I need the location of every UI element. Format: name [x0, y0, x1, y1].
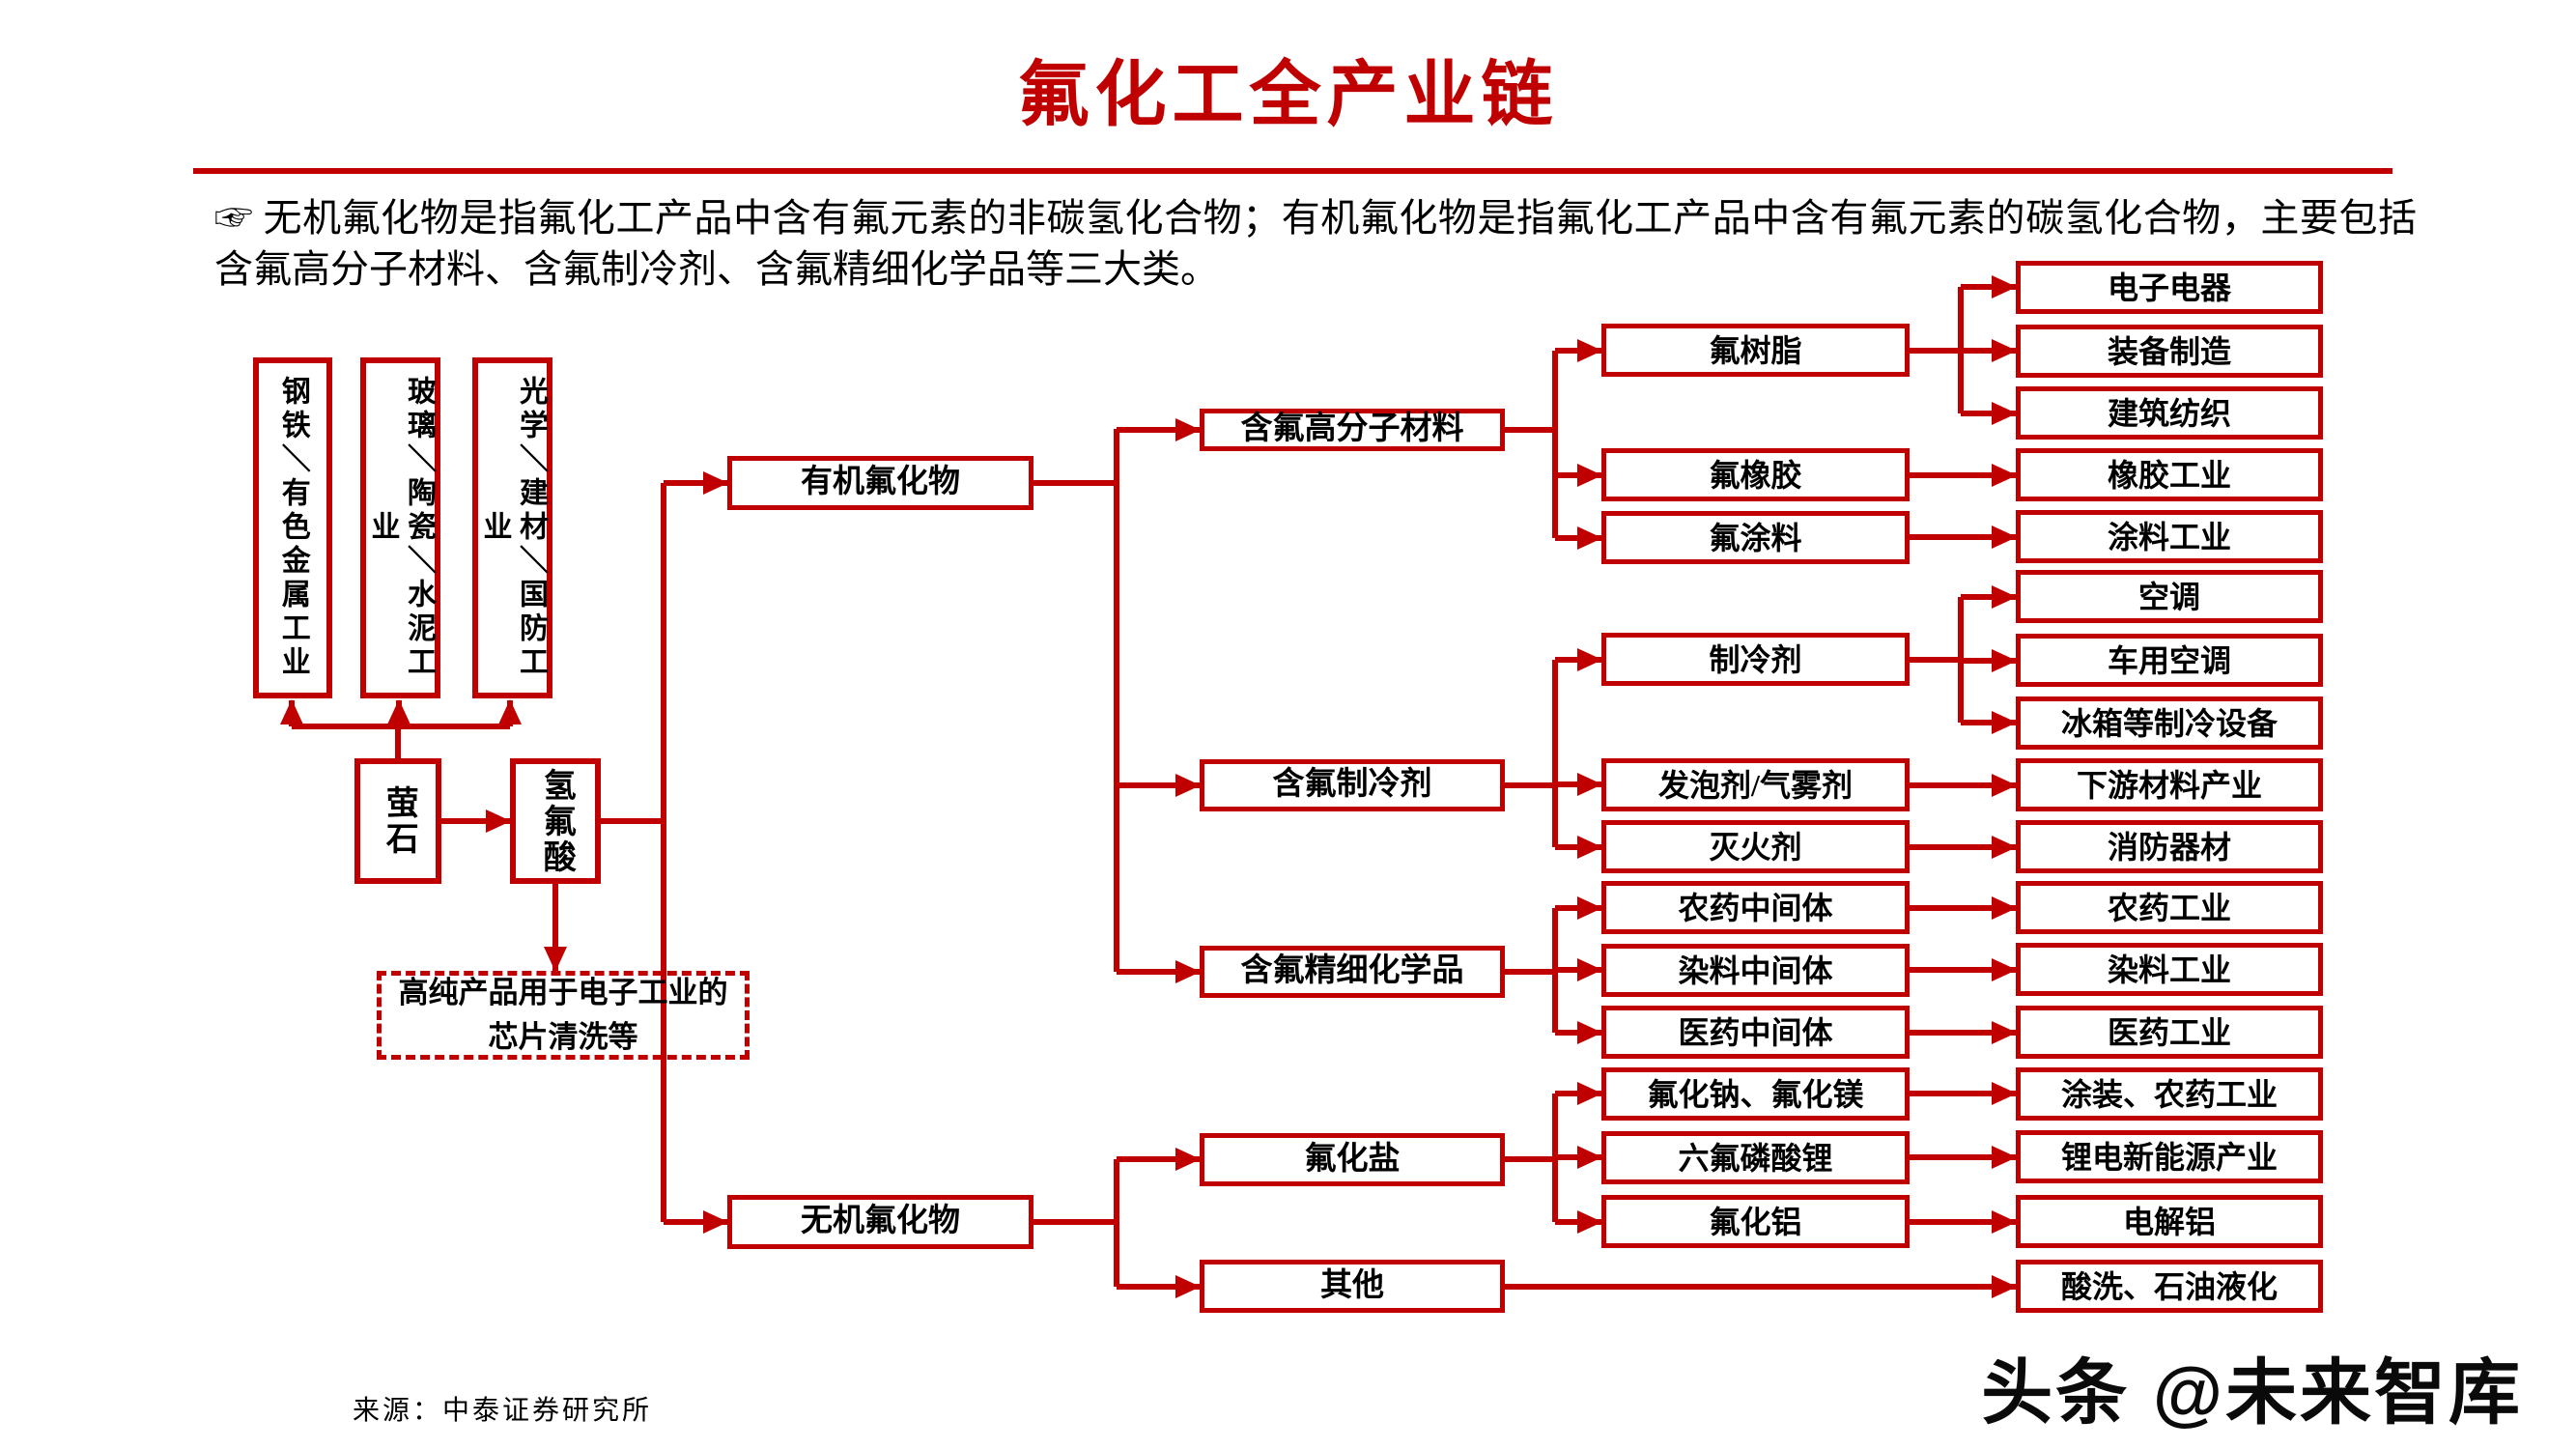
node-hf-acid: 氢氟酸	[510, 758, 601, 884]
node-painting-ind: 涂装、农药工业	[2016, 1067, 2323, 1121]
node-dye-int: 染料中间体	[1601, 944, 1910, 997]
node-electronics: 电子电器	[2016, 261, 2323, 314]
node-fluoride-salt: 氟化盐	[1200, 1133, 1505, 1186]
node-glass-industry: 玻璃＼陶瓷＼水泥工业	[360, 357, 440, 698]
source-note: 来源：中泰证券研究所	[353, 1396, 653, 1426]
node-refrigerant-cat: 含氟制冷剂	[1200, 759, 1505, 811]
node-rubber-ind: 橡胶工业	[2016, 448, 2323, 501]
node-acid-wash: 酸洗、石油液化	[2016, 1260, 2323, 1313]
node-pharma-ind: 医药工业	[2016, 1006, 2323, 1059]
node-naf-mgf: 氟化钠、氟化镁	[1601, 1067, 1910, 1121]
watermark: 头条 @未来智库	[1981, 1352, 2523, 1433]
node-other: 其他	[1200, 1260, 1505, 1313]
node-optics-industry: 光学＼建材＼国防工业	[472, 357, 552, 698]
title-divider	[193, 168, 2392, 174]
link-hf-trunk	[601, 483, 666, 1222]
node-pharma-int: 医药中间体	[1601, 1006, 1910, 1059]
node-ac: 空调	[2016, 570, 2323, 623]
node-libattery-ind: 锂电新能源产业	[2016, 1130, 2323, 1183]
node-rubber: 氟橡胶	[1601, 448, 1910, 501]
node-pesticide-ind: 农药工业	[2016, 881, 2323, 934]
node-inorganic: 无机氟化物	[727, 1195, 1033, 1249]
node-equipment: 装备制造	[2016, 325, 2323, 378]
node-fine-chem: 含氟精细化学品	[1200, 946, 1505, 998]
link-finechem-split	[1505, 908, 1558, 1033]
node-lipf6: 六氟磷酸锂	[1601, 1131, 1910, 1184]
node-dye-ind: 染料工业	[2016, 943, 2323, 996]
link-organic-split	[1033, 429, 1119, 972]
node-car-ac: 车用空调	[2016, 634, 2323, 687]
node-extinguishing: 灭火剂	[1601, 820, 1910, 873]
page-title: 氟化工全产业链	[1017, 56, 1559, 135]
node-coating-ind: 涂料工业	[2016, 510, 2323, 563]
node-fridge: 冰箱等制冷设备	[2016, 696, 2323, 750]
intro-paragraph: ☞ 无机氟化物是指氟化工产品中含有氟元素的非碳氢化合物；有机氟化物是指氟化工产品…	[214, 196, 2417, 291]
node-organic: 有机氟化物	[727, 456, 1033, 510]
node-downstream: 下游材料产业	[2016, 758, 2323, 811]
node-high-purity: 高纯产品用于电子工业的芯片清洗等	[377, 971, 750, 1060]
node-refrigerant: 制冷剂	[1601, 633, 1910, 686]
node-alf3: 氟化铝	[1601, 1195, 1910, 1248]
node-resin: 氟树脂	[1601, 324, 1910, 377]
link-resin-split	[1910, 287, 1964, 413]
node-construction: 建筑纺织	[2016, 386, 2323, 440]
link-refrigerant-split	[1910, 597, 1964, 723]
node-coating: 氟涂料	[1601, 511, 1910, 564]
node-fire: 消防器材	[2016, 820, 2323, 873]
link-fluorite-industries	[292, 724, 510, 758]
node-foaming: 发泡剂/气雾剂	[1601, 758, 1910, 811]
node-steel-industry: 钢铁＼有色金属工业	[253, 357, 332, 698]
node-pesticide-int: 农药中间体	[1601, 881, 1910, 934]
node-fluorite: 萤石	[354, 758, 441, 884]
link-refcat-split	[1505, 660, 1558, 847]
link-salt-split	[1505, 1094, 1558, 1222]
node-polymer: 含氟高分子材料	[1200, 409, 1505, 451]
node-aluminum-ind: 电解铝	[2016, 1195, 2323, 1248]
link-inorganic-split	[1033, 1159, 1119, 1287]
link-polymer-split	[1505, 351, 1558, 538]
